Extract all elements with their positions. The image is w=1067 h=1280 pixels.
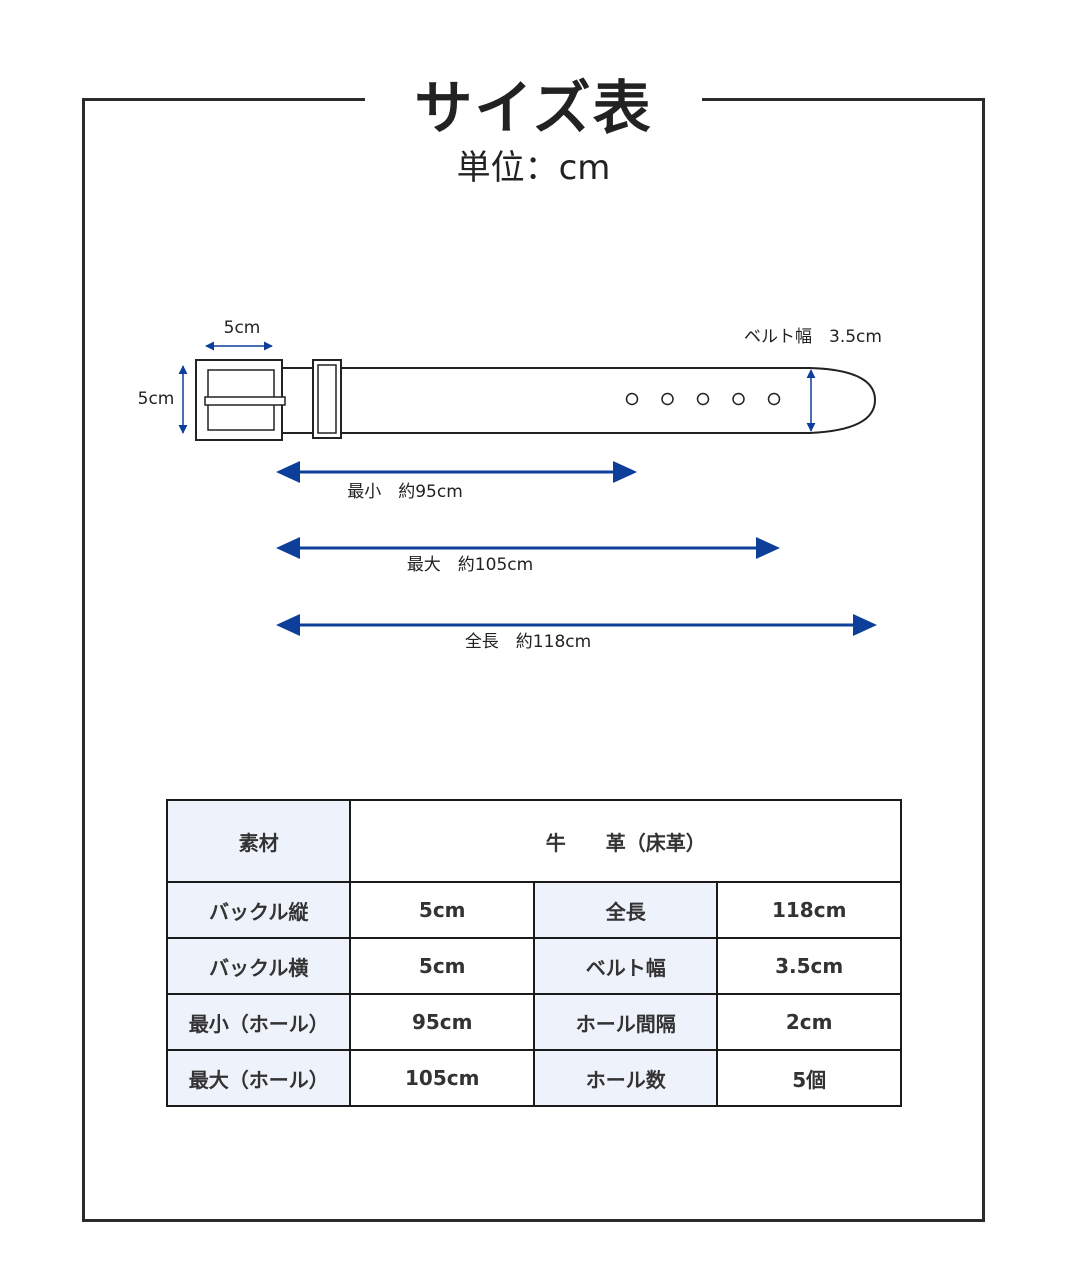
row-label: ホール間隔	[533, 993, 719, 1051]
total-arrow-right-head	[853, 614, 877, 636]
row-label: 最小（ホール）	[165, 993, 352, 1051]
table-row: 最大（ホール） 105cm ホール数 5個	[165, 1049, 902, 1107]
belt-hole	[661, 392, 674, 406]
row-value: 105cm	[349, 1049, 536, 1107]
row-label: バックル横	[165, 937, 352, 995]
row-value: 2cm	[716, 993, 902, 1051]
row-value: 95cm	[349, 993, 536, 1051]
row-value: 3.5cm	[716, 937, 902, 995]
table-row: バックル縦 5cm 全長 118cm	[165, 881, 902, 939]
buckle-height-label: 5cm	[138, 389, 175, 409]
row-value: 5個	[716, 1049, 902, 1107]
max-arrow-left-head	[276, 537, 300, 559]
spec-table: 素材 牛 革（床革） バックル縦 5cm 全長 118cm バックル横 5cm …	[165, 799, 902, 1107]
header: サイズ表 単位：cm	[365, 60, 702, 190]
material-label: 素材	[165, 799, 352, 883]
row-label: バックル縦	[165, 881, 352, 939]
belt-loop	[312, 359, 342, 439]
row-value: 5cm	[349, 937, 536, 995]
table-row-material: 素材 牛 革（床革）	[165, 799, 902, 883]
unit-label: 単位：cm	[456, 148, 611, 188]
row-label: ホール数	[533, 1049, 719, 1107]
max-arrow-right-head	[756, 537, 780, 559]
min-arrow-right-head	[613, 461, 637, 483]
belt-width-label: ベルト幅 3.5cm	[744, 327, 882, 347]
min-arrow-left-head	[276, 461, 300, 483]
belt-holes	[625, 392, 781, 406]
material-value: 牛 革（床革）	[349, 799, 902, 883]
belt-hole	[732, 392, 745, 406]
belt-hole	[625, 392, 639, 406]
row-value: 118cm	[716, 881, 902, 939]
total-arrow-left-head	[276, 614, 300, 636]
row-label: ベルト幅	[533, 937, 719, 995]
buckle	[195, 359, 286, 441]
table-row: 最小（ホール） 95cm ホール間隔 2cm	[165, 993, 902, 1051]
row-value: 5cm	[349, 881, 536, 939]
min-length-label: 最小 約95cm	[347, 482, 463, 502]
buckle-width-label: 5cm	[224, 318, 261, 338]
belt-strap	[283, 367, 877, 434]
row-label: 最大（ホール）	[165, 1049, 352, 1107]
belt-hole	[696, 392, 710, 406]
belt-hole	[767, 392, 781, 406]
total-length-label: 全長 約118cm	[465, 632, 591, 652]
page-title: サイズ表	[414, 74, 653, 142]
table-row: バックル横 5cm ベルト幅 3.5cm	[165, 937, 902, 995]
row-label: 全長	[533, 881, 719, 939]
max-length-label: 最大 約105cm	[407, 555, 533, 575]
